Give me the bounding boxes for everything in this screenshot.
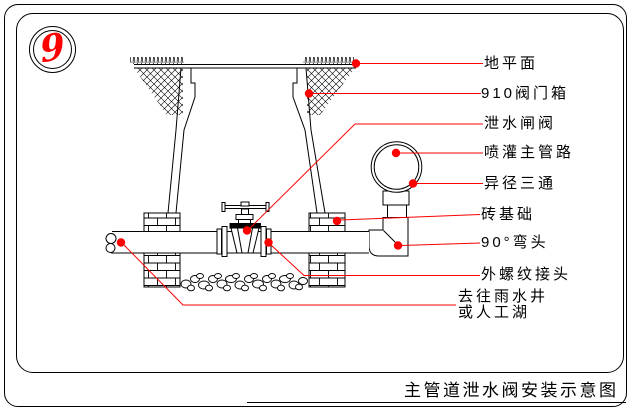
label-reducing-tee: 异径三通 — [484, 175, 557, 192]
leader-lines — [123, 63, 483, 306]
label-drain-to-line2: 或人工湖 — [458, 304, 531, 321]
soil-hatch — [134, 68, 355, 115]
sheet-number-badge: 9 — [29, 24, 76, 73]
elbow-90 — [368, 217, 409, 257]
label-ground: 地平面 — [484, 55, 539, 72]
grass-ticks — [130, 57, 354, 64]
gravel-bed — [180, 273, 308, 292]
label-drain-valve: 泄水闸阀 — [484, 115, 557, 132]
ground-line — [134, 64, 356, 69]
label-brick-foundation: 砖基础 — [481, 206, 536, 223]
label-elbow: 90°弯头 — [481, 234, 549, 251]
reducing-tee-assembly — [382, 190, 410, 218]
sheet-outer-border — [4, 4, 627, 407]
leader-dots — [116, 59, 418, 250]
label-valve-box: 910阀门箱 — [481, 85, 570, 102]
valve-box-walls — [167, 67, 326, 214]
label-main-pipe: 喷灌主管路 — [484, 144, 575, 161]
sheet-number-inner-ring: 9 — [33, 24, 72, 72]
label-thread-adapter: 外螺纹接头 — [481, 266, 572, 283]
diagram-title: 主管道泄水阀安装示意图 — [404, 381, 619, 400]
sheet-inner-border — [16, 13, 624, 373]
label-drain-to-line1: 去往雨水井 — [458, 288, 549, 305]
title-underline — [247, 402, 626, 403]
main-pipe-circle — [370, 141, 423, 193]
